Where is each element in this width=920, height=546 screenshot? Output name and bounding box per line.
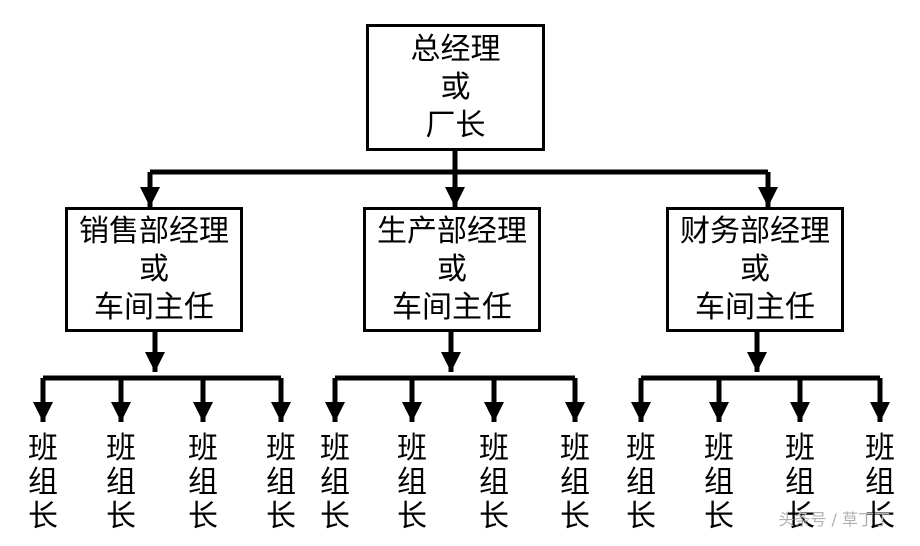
label-char: 班 (28, 431, 58, 466)
label-char: 班 (560, 431, 590, 466)
team-leader-label: 班 组 长 (699, 432, 739, 534)
finance-manager-box: 财务部经理 或 车间主任 (666, 207, 844, 332)
team-leader-label: 班 组 长 (621, 432, 661, 534)
label-char: 长 (785, 499, 815, 534)
label-char: 班 (479, 431, 509, 466)
team-leader-label: 班 组 长 (474, 432, 514, 534)
box-line: 车间主任 (695, 289, 815, 325)
label-char: 长 (320, 499, 350, 534)
team-leader-label: 班 组 长 (183, 432, 223, 534)
label-char: 长 (865, 499, 895, 534)
label-char: 长 (704, 499, 734, 534)
team-leader-label: 班 组 长 (392, 432, 432, 534)
team-leader-label: 班 组 长 (555, 432, 595, 534)
watermark-text: 头条号 / 草丁丁 (778, 510, 890, 529)
label-char: 长 (188, 499, 218, 534)
label-char: 班 (266, 431, 296, 466)
label-char: 组 (560, 465, 590, 500)
box-line: 厂长 (425, 107, 486, 143)
label-char: 组 (479, 465, 509, 500)
label-char: 长 (106, 499, 136, 534)
label-char: 长 (28, 499, 58, 534)
label-char: 班 (320, 431, 350, 466)
box-line: 车间主任 (94, 289, 214, 325)
box-line: 或 (139, 251, 169, 287)
box-line: 总经理 (410, 31, 501, 67)
label-char: 班 (106, 431, 136, 466)
team-leader-label: 班 组 长 (101, 432, 141, 534)
label-char: 组 (626, 465, 656, 500)
label-char: 组 (266, 465, 296, 500)
team-leader-label: 班 组 长 (780, 432, 820, 534)
label-char: 班 (626, 431, 656, 466)
team-leader-label: 班 组 长 (23, 432, 63, 534)
box-line: 或 (440, 69, 471, 105)
label-char: 长 (266, 499, 296, 534)
label-char: 长 (560, 499, 590, 534)
label-char: 组 (188, 465, 218, 500)
box-line: 生产部经理 (377, 213, 527, 249)
label-char: 班 (397, 431, 427, 466)
box-line: 销售部经理 (79, 213, 229, 249)
box-line: 财务部经理 (680, 213, 830, 249)
label-char: 班 (865, 431, 895, 466)
box-line: 或 (740, 251, 770, 287)
label-char: 班 (188, 431, 218, 466)
label-char: 长 (479, 499, 509, 534)
label-char: 组 (28, 465, 58, 500)
label-char: 组 (106, 465, 136, 500)
label-char: 班 (704, 431, 734, 466)
box-line: 车间主任 (392, 289, 512, 325)
box-line: 或 (437, 251, 467, 287)
label-char: 组 (397, 465, 427, 500)
team-leader-label: 班 组 长 (860, 432, 900, 534)
label-char: 组 (320, 465, 350, 500)
label-char: 班 (785, 431, 815, 466)
label-char: 组 (785, 465, 815, 500)
sales-manager-box: 销售部经理 或 车间主任 (65, 207, 243, 332)
label-char: 长 (397, 499, 427, 534)
label-char: 组 (704, 465, 734, 500)
team-leader-label: 班 组 长 (261, 432, 301, 534)
production-manager-box: 生产部经理 或 车间主任 (363, 207, 541, 332)
team-leader-label: 班 组 长 (315, 432, 355, 534)
label-char: 长 (626, 499, 656, 534)
label-char: 组 (865, 465, 895, 500)
general-manager-box: 总经理 或 厂长 (366, 24, 545, 151)
